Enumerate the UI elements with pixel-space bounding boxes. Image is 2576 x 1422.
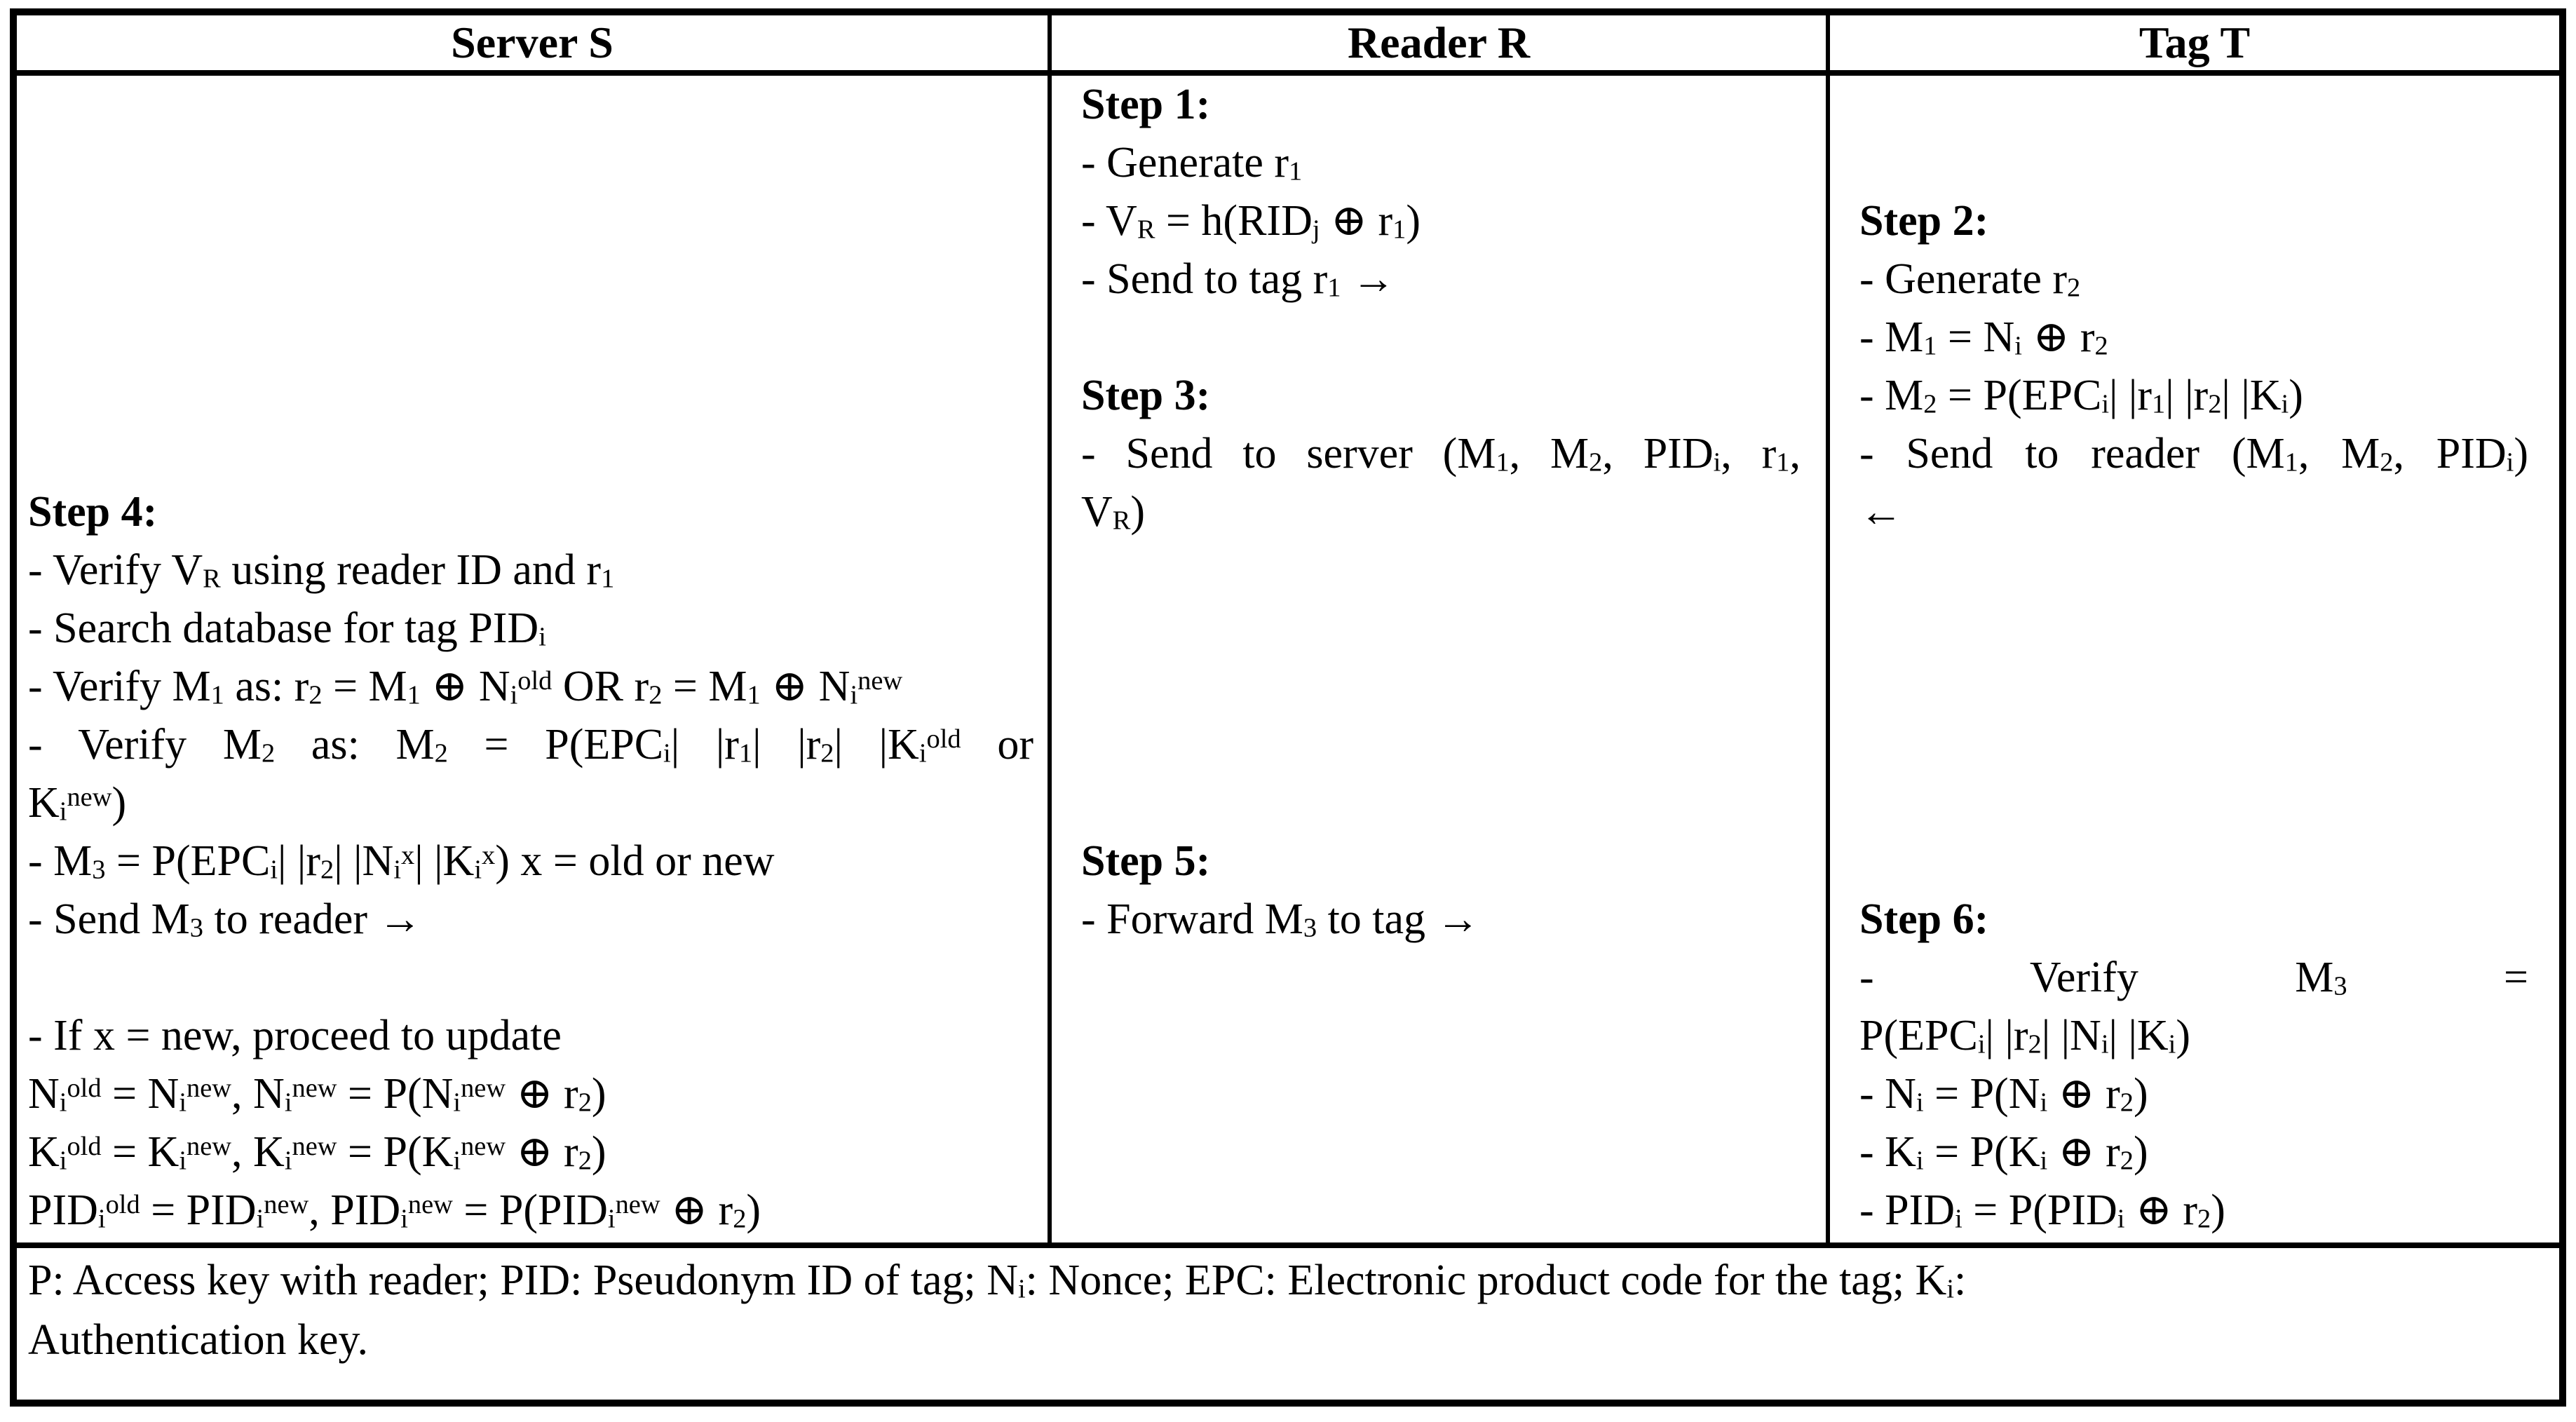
reader-line-12 (1081, 774, 1801, 832)
footnote-row: P: Access key with reader; PID: Pseudony… (17, 1248, 2559, 1400)
column-header-tag: Tag T (2138, 18, 2251, 67)
server-line-4 (28, 309, 1033, 367)
server-line-2 (28, 192, 1033, 250)
tag-step6-heading: Step 6: (1859, 895, 1989, 943)
tag-line-12 (1859, 774, 2528, 832)
reader-step3-heading: Step 3: (1081, 372, 1211, 419)
tag-line-16: P(EPCi| |r2| |Ni| |Ki) (1859, 1012, 2190, 1059)
reader-line-4 (1081, 309, 1801, 367)
column-header-reader: Reader R (1052, 15, 1830, 70)
protocol-table: Server S Reader R Tag T Step 4: - Verify… (10, 8, 2566, 1407)
server-line-16: - If x = new, proceed to update (28, 1012, 562, 1059)
server-line-17: Niold = Ninew, Ninew = P(Ninew ⊕ r2) (28, 1070, 606, 1118)
tag-line-19: - PIDi = P(PIDi ⊕ r2) (1859, 1186, 2225, 1234)
reader-line-9 (1081, 600, 1801, 658)
server-step4-heading: Step 4: (28, 488, 158, 536)
reader-line-10 (1081, 658, 1801, 716)
tag-line-5: - M2 = P(EPCi| |r1| |r2| |Ki) (1859, 372, 2303, 419)
reader-line-7: VR) (1081, 488, 1146, 536)
body-row: Step 4: - Verify VR using reader ID and … (17, 76, 2559, 1248)
tag-line-7: ← (1859, 488, 1903, 536)
server-line-18: Kiold = Kinew, Kinew = P(Kinew ⊕ r2) (28, 1128, 606, 1176)
server-line-3 (28, 250, 1033, 309)
reader-step5-heading: Step 5: (1081, 837, 1211, 885)
tag-line-13 (1859, 832, 2528, 891)
server-line-14: - Send M3 to reader → (28, 895, 422, 943)
footnote-line-1: P: Access key with reader; PID: Pseudony… (28, 1257, 1967, 1304)
header-row: Server S Reader R Tag T (17, 15, 2559, 76)
server-line-6 (28, 425, 1033, 483)
tag-line-3: - Generate r2 (1859, 255, 2081, 303)
reader-line-18 (1081, 1123, 1801, 1181)
tag-line-4: - M1 = Ni ⊕ r2 (1859, 313, 2108, 361)
tag-line-9 (1859, 600, 2528, 658)
reader-line-1: - Generate r1 (1081, 139, 1303, 187)
reader-step1-heading: Step 1: (1081, 81, 1211, 128)
server-line-12: Kinew) (28, 779, 127, 827)
tag-line-6: - Send to reader (M1, M2, PIDi) (1859, 430, 2529, 478)
server-line-1 (28, 134, 1033, 192)
reader-line-2: - VR = h(RIDj ⊕ r1) (1081, 197, 1421, 245)
reader-line-19 (1081, 1181, 1801, 1240)
reader-line-11 (1081, 716, 1801, 774)
reader-line-14: - Forward M3 to tag → (1081, 895, 1480, 943)
tag-step2-heading: Step 2: (1859, 197, 1989, 245)
server-line-8: - Verify VR using reader ID and r1 (28, 546, 615, 594)
reader-line-8 (1081, 541, 1801, 600)
footnote-line-2: Authentication key. (28, 1316, 368, 1364)
tag-line-8 (1859, 541, 2528, 600)
tag-line-11 (1859, 716, 2528, 774)
tag-line-1 (1859, 134, 2528, 192)
reader-line-6: - Send to server (M1, M2, PIDi, r1, (1081, 430, 1801, 478)
tag-line-17: - Ni = P(Ni ⊕ r2) (1859, 1070, 2148, 1118)
column-header-server: Server S (17, 15, 1052, 70)
reader-line-3: - Send to tag r1 → (1081, 255, 1395, 303)
server-line-11: - Verify M2 as: M2 = P(EPCi| |r1| |r2| |… (28, 721, 1033, 768)
server-line-5 (28, 367, 1033, 425)
tag-line-15: - Verify M3 = (1859, 954, 2528, 1001)
reader-line-17 (1081, 1065, 1801, 1123)
server-line-15 (28, 949, 1033, 1007)
server-line-0 (28, 76, 1033, 134)
tag-line-0 (1859, 76, 2528, 134)
tag-line-10 (1859, 658, 2528, 716)
tag-line-18: - Ki = P(Ki ⊕ r2) (1859, 1128, 2148, 1176)
server-line-9: - Search database for tag PIDi (28, 604, 546, 652)
server-line-13: - M3 = P(EPCi| |r2| |Nix| |Kix) x = old … (28, 837, 775, 885)
tag-column: Step 2: - Generate r2 - M1 = Ni ⊕ r2 - M… (1830, 76, 2559, 1242)
server-column: Step 4: - Verify VR using reader ID and … (17, 76, 1052, 1242)
reader-column: Step 1: - Generate r1 - VR = h(RIDj ⊕ r1… (1052, 76, 1830, 1242)
server-line-19: PIDiold = PIDinew, PIDinew = P(PIDinew ⊕… (28, 1186, 761, 1234)
reader-line-15 (1081, 949, 1801, 1007)
reader-line-16 (1081, 1007, 1801, 1065)
server-line-10: - Verify M1 as: r2 = M1 ⊕ Niold OR r2 = … (28, 663, 903, 710)
